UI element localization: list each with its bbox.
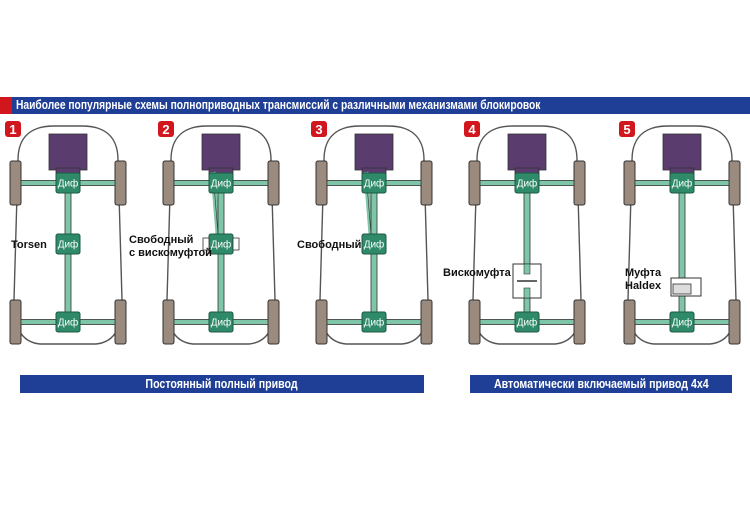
coupling-input <box>523 263 531 275</box>
rear-diff-box <box>514 311 540 333</box>
front-diff-box <box>514 172 540 194</box>
rear-diff-box <box>55 311 81 333</box>
front-right-wheel <box>420 160 433 206</box>
center-label-line1: Свободный <box>129 234 193 246</box>
number-badge-label: 4 <box>468 122 476 137</box>
number-badge <box>464 121 480 137</box>
automatic-awd-band: Автоматически включаемый привод 4х4 <box>470 375 732 393</box>
center-label-line1: Муфта <box>625 267 662 279</box>
engine-block <box>48 133 88 171</box>
visco-plates-right <box>232 237 240 251</box>
number-badge-label: 2 <box>162 122 169 137</box>
rear-diff-label: Диф <box>58 317 79 329</box>
permanent-awd-label: Постоянный полный привод <box>145 377 299 391</box>
automatic-awd-label: Автоматически включаемый привод 4х4 <box>493 377 709 391</box>
number-badge <box>5 121 21 137</box>
coupling-output <box>523 287 531 299</box>
engine-block <box>662 133 702 171</box>
front-diff-label: Диф <box>364 178 385 190</box>
number-badge-label: 5 <box>623 122 630 137</box>
rear-left-wheel <box>623 299 636 345</box>
number-badge <box>619 121 635 137</box>
front-right-wheel <box>114 160 127 206</box>
rear-right-wheel <box>420 299 433 345</box>
front-left-wheel <box>9 160 22 206</box>
center-label-line2: с вискомуфтой <box>129 247 212 259</box>
front-left-wheel <box>468 160 481 206</box>
rear-right-wheel <box>573 299 586 345</box>
front-left-wheel <box>315 160 328 206</box>
rear-diff-label: Диф <box>517 317 538 329</box>
rear-diff-box <box>208 311 234 333</box>
rear-left-wheel <box>315 299 328 345</box>
front-right-wheel <box>573 160 586 206</box>
center-diff-box <box>361 233 387 255</box>
rear-diff-box <box>669 311 695 333</box>
number-badge <box>311 121 327 137</box>
rear-left-wheel <box>162 299 175 345</box>
number-badge-label: 1 <box>9 122 16 137</box>
center-label: Torsen <box>11 239 47 251</box>
front-right-wheel <box>728 160 741 206</box>
header-red-marker <box>0 97 12 114</box>
center-diff-label: Диф <box>211 239 232 251</box>
rear-left-wheel <box>9 299 22 345</box>
front-diff-label: Диф <box>517 178 538 190</box>
center-label: Свободный <box>297 239 361 251</box>
engine-block <box>507 133 547 171</box>
number-badge <box>158 121 174 137</box>
front-left-wheel <box>162 160 175 206</box>
rear-left-wheel <box>468 299 481 345</box>
rear-right-wheel <box>114 299 127 345</box>
engine-block <box>201 133 241 171</box>
header-title: Наиболее популярные схемы полноприводных… <box>16 98 541 112</box>
number-badge-label: 3 <box>315 122 322 137</box>
header-bar <box>0 97 750 114</box>
center-diff-label: Диф <box>58 239 79 251</box>
front-diff-box <box>669 172 695 194</box>
rear-right-wheel <box>267 299 280 345</box>
front-diff-label: Диф <box>211 178 232 190</box>
front-diff-box <box>208 172 234 194</box>
permanent-awd-band: Постоянный полный привод <box>20 375 424 393</box>
rear-diff-label: Диф <box>364 317 385 329</box>
haldex-clutch <box>672 283 692 295</box>
engine-block <box>354 133 394 171</box>
rear-diff-label: Диф <box>672 317 693 329</box>
front-left-wheel <box>623 160 636 206</box>
rear-diff-label: Диф <box>211 317 232 329</box>
front-right-wheel <box>267 160 280 206</box>
front-diff-label: Диф <box>672 178 693 190</box>
center-label-line2: Haldex <box>625 280 662 292</box>
visco-plates-left <box>202 237 210 251</box>
front-diff-box <box>361 172 387 194</box>
front-diff-box <box>55 172 81 194</box>
center-diff-label: Диф <box>364 239 385 251</box>
rear-diff-box <box>361 311 387 333</box>
rear-right-wheel <box>728 299 741 345</box>
center-label: Вискомуфта <box>443 267 512 279</box>
front-diff-label: Диф <box>58 178 79 190</box>
center-diff-box <box>55 233 81 255</box>
